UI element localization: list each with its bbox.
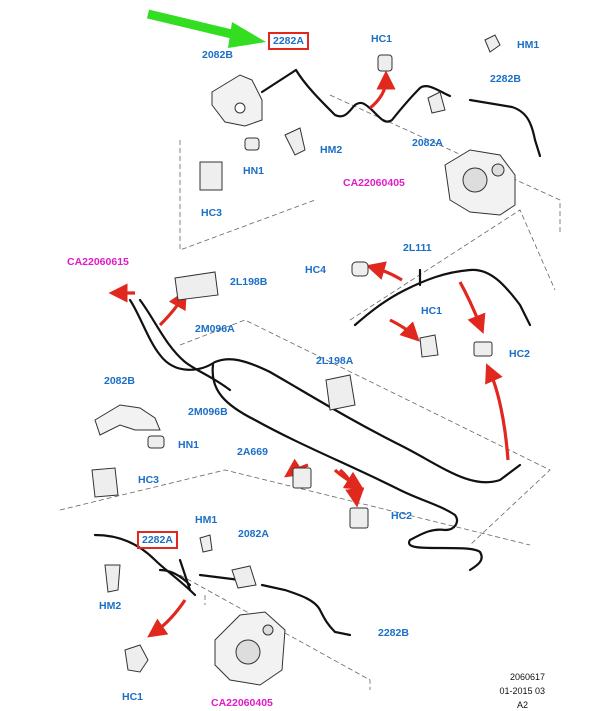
label-hc1-mid: HC1 [421,305,443,317]
label-hm1-low: HM1 [195,514,218,526]
footer-code: 2060617 [509,672,545,682]
label-hn1-top: HN1 [243,165,265,177]
label-hc4: HC4 [305,264,327,276]
front-caliper-top [444,149,516,216]
label-2082b-top: 2082B [202,49,233,61]
perspective-guide-lines [59,94,561,690]
junction-block-top [211,74,263,127]
label-hc1-top: HC1 [371,33,393,45]
label-2a669: 2A669 [237,446,268,458]
label-2m096a: 2M096A [195,323,235,335]
label-2282b-top: 2282B [490,73,521,85]
label-ca22060615: CA22060615 [67,256,129,268]
label-2l198a: 2L198A [316,355,354,367]
footer-sheet: A2 [516,700,528,710]
label-2l111: 2L111 [403,242,432,254]
brake-lines [93,68,542,637]
label-2082b-mid: 2082B [104,375,135,387]
label-2282a-top: 2282A [268,32,309,50]
clip-parts [91,34,501,673]
label-hc2-low: HC2 [391,510,413,522]
label-hm2-low: HM2 [99,600,122,612]
label-ca22060405-top: CA22060405 [343,177,405,189]
label-hc3-mid: HC3 [138,474,160,486]
label-2282b-low: 2282B [378,627,409,639]
label-hn1-mid: HN1 [178,439,200,451]
label-2l198b: 2L198B [230,276,268,288]
label-hm1-top: HM1 [517,39,540,51]
footer-date: 01-2015 03 [499,686,545,696]
label-2m096b: 2M096B [188,406,228,418]
label-2282a-low: 2282A [137,531,178,549]
label-hm2-top: HM2 [320,144,343,156]
label-ca22060405-low: CA22060405 [211,697,273,709]
label-hc2-mid: HC2 [509,348,531,360]
label-hc3-top: HC3 [201,207,223,219]
label-hc1-low: HC1 [122,691,144,703]
label-2082a-low: 2082A [238,528,269,540]
green-pointer-arrow [146,9,266,48]
label-2082a-top: 2082A [412,137,443,149]
bracket-mid [94,404,161,436]
front-caliper-bottom [214,611,286,686]
